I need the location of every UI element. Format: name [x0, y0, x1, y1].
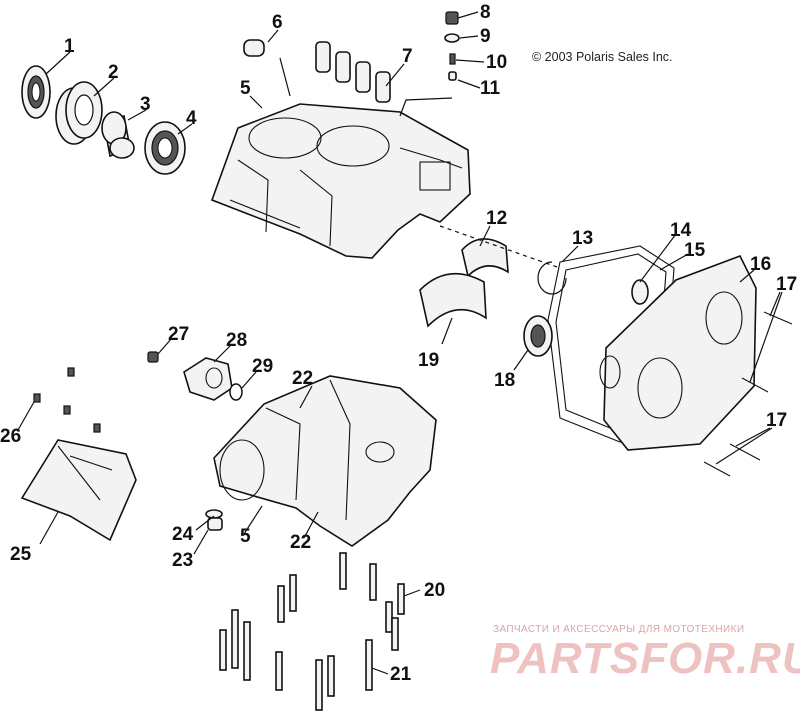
callout-28: 28 — [226, 330, 247, 351]
callout-3: 3 — [140, 94, 151, 115]
part-19-bearing-shell — [419, 272, 487, 328]
callout-14: 14 — [670, 220, 692, 241]
callout-5-upper: 5 — [240, 78, 251, 99]
part-6-dowel — [243, 39, 265, 57]
callout-18: 18 — [494, 370, 515, 391]
callout-11: 11 — [480, 78, 501, 99]
watermark-logo: PARTSFOR.RU — [490, 634, 800, 683]
part-29-o-ring — [229, 383, 243, 401]
part-12-bearing-shell — [461, 238, 509, 278]
watermark-tagline: ЗАПЧАСТИ И АКСЕССУАРЫ ДЛЯ МОТОТЕХНИКИ — [493, 624, 745, 635]
part-5-lower-crankcase — [213, 375, 437, 547]
part-4-bearing — [144, 121, 186, 175]
callout-19: 19 — [418, 350, 439, 371]
callout-25: 25 — [10, 544, 32, 565]
callout-4: 4 — [186, 108, 197, 129]
callout-24: 24 — [172, 524, 194, 545]
part-2-bearing — [55, 81, 103, 145]
callout-16: 16 — [750, 254, 771, 275]
part-17-bolts — [703, 311, 793, 477]
callout-27: 27 — [168, 324, 189, 345]
part-18-seal — [523, 315, 553, 357]
part-14-seal — [631, 279, 649, 305]
callout-21: 21 — [390, 664, 412, 685]
callout-2: 2 — [108, 62, 119, 83]
callout-20: 20 — [424, 580, 445, 601]
part-3-sleeve — [101, 111, 135, 159]
copyright-notice: © 2003 Polaris Sales Inc. — [532, 50, 673, 64]
part-25-oil-baffle — [20, 439, 137, 542]
part-20-21-studs — [219, 552, 405, 711]
part-27-fitting — [147, 351, 159, 363]
part-28-oil-pump — [183, 357, 233, 401]
callout-5-lower: 5 — [240, 526, 251, 547]
callout-29: 29 — [252, 356, 273, 377]
callout-7: 7 — [402, 46, 413, 67]
callout-12: 12 — [486, 208, 507, 229]
callout-8: 8 — [480, 2, 491, 23]
callout-labels: 1 2 3 4 5 6 7 8 9 10 11 12 13 14 15 16 1… — [0, 2, 797, 685]
callout-22-lower: 22 — [290, 532, 311, 553]
callout-13: 13 — [572, 228, 593, 249]
part-16-side-cover — [599, 254, 757, 451]
callout-1: 1 — [64, 36, 75, 57]
callout-17-lower: 17 — [766, 410, 787, 431]
part-23-24-seal — [205, 509, 223, 531]
callout-17-upper: 17 — [776, 274, 797, 295]
part-1-seal — [21, 65, 51, 119]
callout-22-upper: 22 — [292, 368, 313, 389]
callout-6: 6 — [272, 12, 283, 33]
part-7-lifters — [315, 41, 391, 103]
callout-10: 10 — [486, 52, 507, 73]
part-26-screws — [33, 367, 101, 433]
part-5-upper-crankcase — [210, 103, 471, 259]
callout-15: 15 — [684, 240, 706, 261]
callout-23: 23 — [172, 550, 193, 571]
part-8-11-hardware — [444, 11, 460, 81]
callout-9: 9 — [480, 26, 491, 47]
leader-lines — [17, 11, 783, 675]
callout-26: 26 — [0, 426, 21, 447]
